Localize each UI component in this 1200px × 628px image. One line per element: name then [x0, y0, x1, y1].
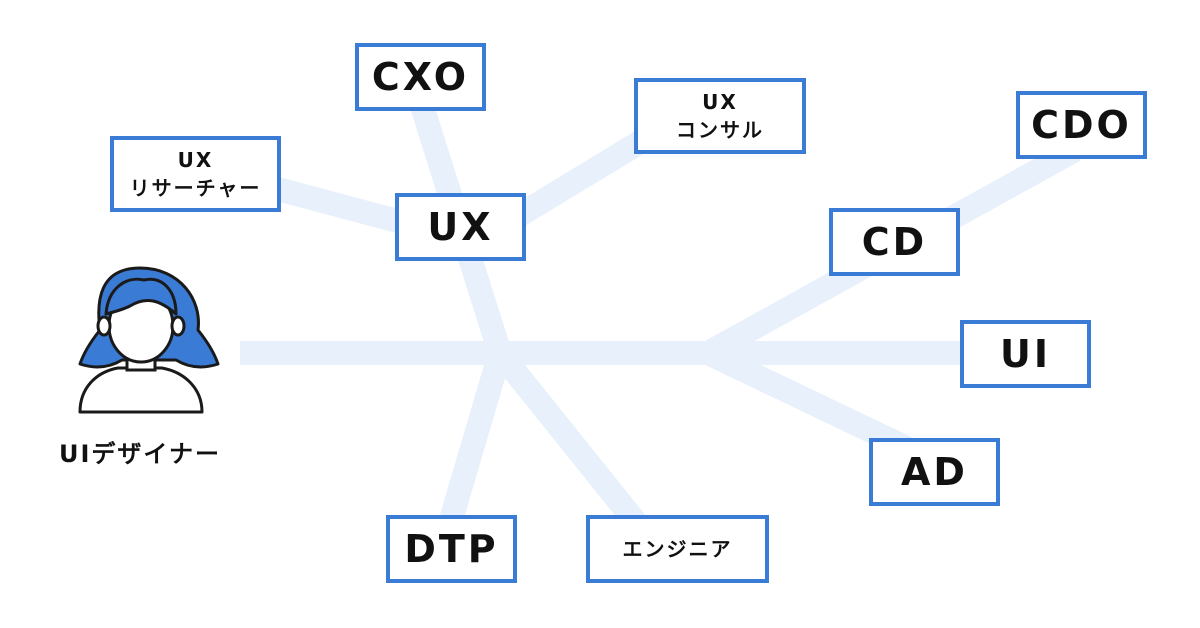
branch-to-ux-consul: [493, 119, 667, 238]
node-cdo: CDO: [1016, 91, 1147, 159]
bangs: [104, 277, 178, 316]
node-label-ux-consul: UX コンサル: [676, 90, 764, 142]
ear-left: [96, 315, 112, 337]
branch-to-ad: [702, 342, 921, 463]
node-dtp: DTP: [386, 515, 517, 583]
node-label-cxo: CXO: [371, 55, 470, 99]
node-ui: UI: [960, 320, 1091, 388]
designer-person-icon: [78, 266, 220, 414]
node-cd: CD: [829, 208, 960, 276]
node-engineer: エンジニア: [586, 515, 769, 583]
node-ux-researcher: UX リサーチャー: [110, 136, 281, 212]
node-ad: AD: [869, 438, 1000, 506]
node-label-engineer: エンジニア: [622, 537, 733, 561]
branch-to-engineer: [490, 345, 652, 538]
node-label-dtp: DTP: [404, 527, 499, 571]
branch-to-dtp: [436, 349, 512, 534]
node-label-ad: AD: [901, 450, 968, 494]
node-label-ux-researcher: UX リサーチャー: [129, 148, 262, 200]
person-caption: UIデザイナー: [59, 440, 221, 468]
node-ux-consul: UX コンサル: [634, 78, 806, 154]
node-label-ui: UI: [1000, 332, 1051, 376]
ear-right: [170, 315, 186, 337]
node-label-cdo: CDO: [1031, 103, 1132, 147]
shirt: [78, 366, 204, 414]
node-label-ux: UX: [427, 205, 494, 249]
node-cxo: CXO: [355, 43, 486, 111]
node-ux: UX: [395, 193, 526, 261]
node-label-cd: CD: [861, 220, 928, 264]
